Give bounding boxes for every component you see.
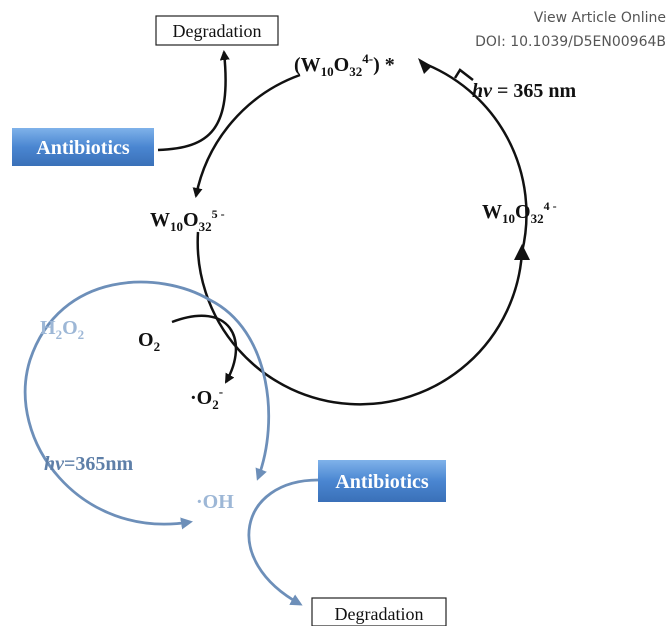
- blue-cycle-left-arc: [23, 280, 211, 530]
- arrow-antibiotics-to-degradation-top: [157, 50, 230, 152]
- cycle-arc-bottom: [196, 231, 524, 406]
- arrow-o2-to-superoxide: [171, 314, 238, 384]
- view-article-online-link[interactable]: View Article Online: [534, 10, 666, 26]
- degradation-bottom-label: Degradation: [335, 604, 424, 624]
- degradation-bottom-box: [311, 597, 447, 626]
- antibiotics-left-box: [12, 128, 154, 166]
- blue-cycle-right-arc: [209, 298, 271, 481]
- arrow-antibiotics-to-degradation-bottom: [247, 478, 319, 606]
- hydroxyl-radical-label: ·OH: [196, 491, 234, 513]
- arrowhead-to-excited: [418, 58, 432, 74]
- antibiotics-left-label: Antibiotics: [36, 137, 130, 159]
- cycle-arc-top-right: [419, 60, 528, 253]
- oxygen-label: O2: [138, 329, 160, 354]
- arrowhead-to-ground: [514, 244, 530, 260]
- hydrogen-peroxide-label: H2O2: [40, 317, 84, 342]
- superoxide-label: ·O2-: [190, 384, 223, 412]
- reduced-decatungstate-label: W10O325 -: [150, 207, 225, 234]
- cycle-arrowhead-top: [453, 68, 474, 81]
- degradation-top-box: [155, 15, 279, 46]
- doi-text: DOI: 10.1039/D5EN00964B: [475, 34, 666, 50]
- cycle-arc-top-left: [192, 73, 301, 198]
- antibiotics-right-box: [318, 460, 446, 502]
- irradiation-top-label: hv = 365 nm: [472, 80, 577, 102]
- antibiotics-right-label: Antibiotics: [335, 471, 429, 493]
- irradiation-bottom-label: hv=365nm: [44, 453, 134, 475]
- excited-decatungstate-label: (W10O324-) *: [294, 51, 395, 79]
- degradation-top-label: Degradation: [173, 21, 262, 41]
- ground-decatungstate-label: W10O324 -: [482, 199, 557, 226]
